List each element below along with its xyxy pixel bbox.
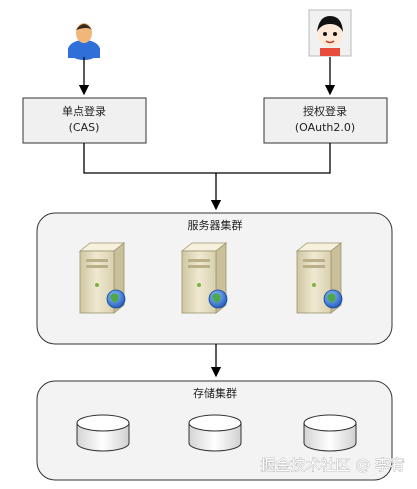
sso-login-subtitle: (CAS) [69,121,100,134]
watermark: 掘金技术社区 @ 李宥 [260,456,405,474]
oauth-login-title: 授权登录 [303,104,347,118]
oauth-login-box [263,97,388,144]
server-icon [295,242,343,314]
database-icon [188,414,242,452]
database-icon [76,414,130,452]
user-icon [68,23,100,60]
server-icon [78,242,126,314]
server-cluster-title: 服务器集群 [188,218,243,232]
database-icon [303,414,357,452]
sso-login-title: 单点登录 [62,104,106,118]
server-icon [180,242,228,314]
sso-login-box [22,97,147,144]
avatar-icon [308,9,352,57]
oauth-login-subtitle: (OAuth2.0) [295,121,355,134]
merge-connector [83,143,331,174]
storage-cluster-title: 存储集群 [193,386,237,400]
